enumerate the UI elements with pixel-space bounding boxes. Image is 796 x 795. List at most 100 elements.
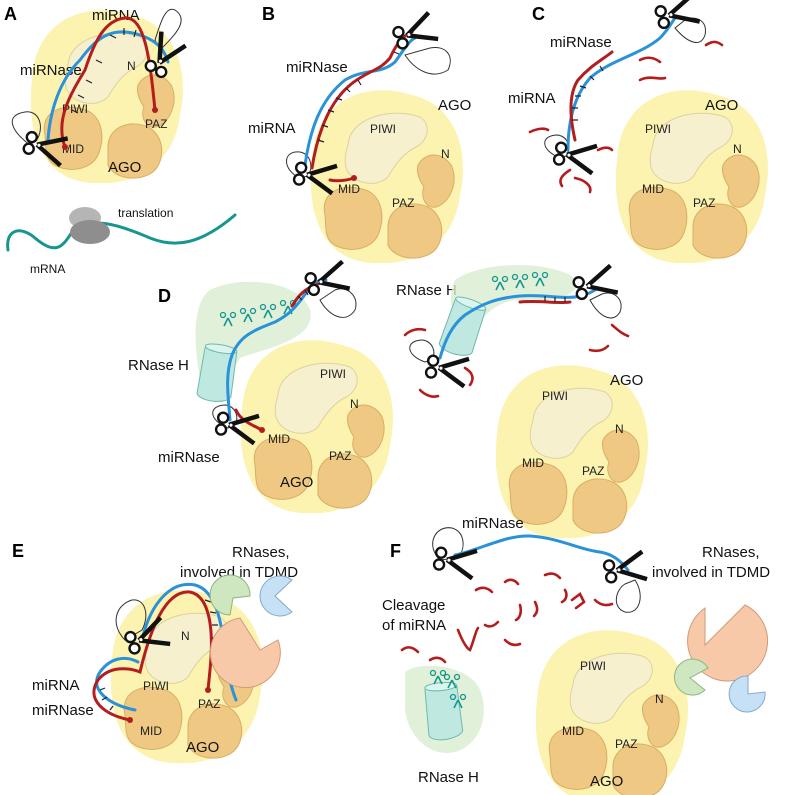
mirnase-label: miRNase: [286, 59, 348, 76]
mirnase-label: miRNase: [550, 34, 612, 51]
ago-label: AGO: [280, 474, 313, 491]
ago-label: AGO: [108, 159, 141, 176]
ago-label: AGO: [590, 773, 623, 790]
mirnase-loop: [115, 599, 147, 641]
ago-label: AGO: [705, 97, 738, 114]
ribosome-icon: [69, 207, 110, 244]
panel-label-c: C: [532, 4, 545, 24]
cleavage-label-line1: Cleavage: [382, 597, 445, 614]
rnase-h-label: RNase H: [128, 357, 189, 374]
domain-paz: PAZ: [615, 737, 637, 751]
scissors-icon: [652, 0, 703, 36]
domain-n: N: [181, 629, 190, 643]
rnases-label-line2: involved in TDMD: [652, 564, 770, 581]
cleavage-label-line2: of miRNA: [382, 617, 446, 634]
mirna-end: [127, 717, 133, 723]
mirna-end: [62, 144, 68, 150]
rnase-h-label: RNase H: [396, 282, 457, 299]
domain-paz: PAZ: [582, 464, 604, 478]
mirna-strand: [518, 299, 572, 305]
mirna-label: miRNA: [92, 7, 140, 24]
mirnase-strand: [566, 16, 677, 152]
mirnase-loop: [432, 527, 464, 561]
domain-mid: MID: [140, 724, 162, 738]
domain-n: N: [350, 397, 359, 411]
domain-piwi: PIWI: [370, 122, 396, 136]
base-pairs: [71, 28, 137, 114]
mirnase-strand: [226, 277, 328, 422]
panel-a: A PIWI MID PAZ N AGO miRNA miRNase trans…: [4, 4, 237, 276]
domain-piwi: PIWI: [62, 102, 88, 116]
mirna-label: miRNA: [508, 90, 556, 107]
ago-label: AGO: [438, 97, 471, 114]
mirna-end: [152, 107, 158, 113]
mirna-label: miRNA: [32, 677, 80, 694]
mirna-end: [205, 687, 211, 693]
mirna-fragments: [403, 323, 630, 398]
panel-d: D PIWI MID PAZ N AGO miRNase RNase H PIW…: [128, 258, 649, 539]
domain-n: N: [127, 59, 136, 73]
base-pairs: [99, 599, 218, 711]
mirnase-loop: [404, 46, 451, 75]
mirnase-label: miRNase: [32, 702, 94, 719]
pacman-rnase-icon: [259, 575, 293, 617]
rnases-label-line1: RNases,: [232, 544, 290, 561]
domain-n: N: [733, 142, 742, 156]
domain-mid: MID: [268, 432, 290, 446]
panel-label-a: A: [4, 4, 17, 24]
pacman-rnase-icon: [728, 675, 766, 713]
mirnase-label: miRNase: [158, 449, 220, 466]
domain-piwi: PIWI: [645, 122, 671, 136]
pacman-rnase-icon: [209, 617, 281, 689]
domain-piwi: PIWI: [320, 367, 346, 381]
mirna-strand: [569, 50, 614, 142]
mirnase-loop: [286, 151, 312, 179]
domain-piwi: PIWI: [542, 389, 568, 403]
mirna-strand: [60, 16, 157, 149]
ago-complex: [495, 364, 649, 539]
domain-paz: PAZ: [392, 196, 414, 210]
base-pairs: [572, 65, 604, 121]
base-pairs: [544, 296, 566, 302]
domain-mid: MID: [562, 724, 584, 738]
domain-piwi: PIWI: [580, 659, 606, 673]
scissors-icon: [431, 540, 480, 582]
rnase-h-enzyme: [423, 680, 464, 742]
ago-complex: [310, 89, 464, 264]
domain-piwi: PIWI: [143, 679, 169, 693]
mirna-end: [351, 175, 357, 181]
mirnase-label: miRNase: [20, 62, 82, 79]
translation-label: translation: [118, 206, 173, 220]
ago-label: AGO: [186, 739, 219, 756]
mirna-end: [259, 427, 265, 433]
scissors-icon: [551, 135, 600, 177]
mirna-fragments: [400, 572, 614, 664]
panel-c: C PIWI MID PAZ N AGO miRNase miRNA: [508, 0, 769, 264]
ago-complex: [535, 629, 689, 795]
domain-mid: MID: [642, 182, 664, 196]
mrna-label: mRNA: [30, 262, 65, 276]
base-pairs: [317, 51, 400, 143]
mirnase-loop: [589, 292, 622, 319]
mirna-fragments: [528, 40, 724, 194]
domain-n: N: [441, 147, 450, 161]
panel-label-f: F: [390, 541, 401, 561]
rnases-label-line1: RNases,: [702, 544, 760, 561]
mirnase-loop: [615, 579, 641, 613]
pacman-rnase-icon: [673, 658, 709, 696]
panel-b: B PIWI MID PAZ N AGO miRNase miRNA: [248, 4, 471, 264]
mirnase-loop: [154, 8, 182, 51]
domain-mid: MID: [522, 456, 544, 470]
rnases-label-line2: involved in TDMD: [180, 564, 298, 581]
mirna-label: miRNA: [248, 120, 296, 137]
panel-label-e: E: [12, 541, 24, 561]
ago-complex: [615, 89, 769, 264]
ago-complex: [240, 339, 394, 514]
domain-n: N: [615, 422, 624, 436]
domain-paz: PAZ: [329, 449, 351, 463]
ago-label: AGO: [610, 372, 643, 389]
scissors-icon: [570, 262, 621, 307]
mirna-strand: [92, 590, 213, 722]
domain-paz: PAZ: [145, 117, 167, 131]
